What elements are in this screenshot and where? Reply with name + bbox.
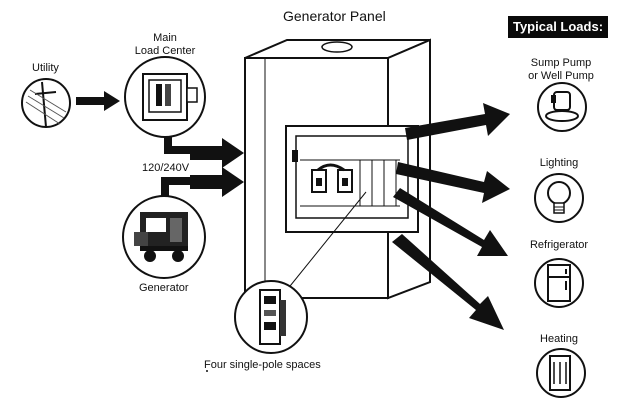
load-label-lighting: Lighting — [539, 157, 579, 169]
utility-label: Utility — [32, 62, 59, 74]
load-label-pump-line2: or Well Pump — [528, 69, 594, 82]
voltage-label: 120/240V — [142, 162, 190, 174]
spaces-pointer-line — [281, 191, 367, 297]
load-label-refrigerator: Refrigerator — [529, 239, 589, 251]
output-arrow-heating — [392, 234, 504, 330]
main-load-center-icon — [124, 56, 206, 138]
utility-to-load-center-arrow — [76, 91, 120, 111]
main-load-center-label-line2: Load Center — [134, 44, 196, 57]
refrigerator-icon — [534, 258, 584, 308]
load-label-heating: Heating — [540, 333, 578, 345]
utility-pole-icon — [21, 78, 71, 128]
generator-icon — [122, 195, 206, 279]
load-label-pump: Sump Pump or Well Pump — [516, 57, 606, 82]
typical-loads-heading: Typical Loads: — [508, 16, 608, 38]
output-arrow-pump — [405, 103, 510, 140]
generator-to-panel-arrow — [190, 167, 244, 197]
single-pole-spaces-icon — [234, 280, 308, 354]
output-arrow-refrigerator — [393, 188, 508, 256]
heater-icon — [536, 348, 586, 398]
main-load-center-label: Main Load Center — [133, 32, 197, 57]
main-load-center-label-line1: Main — [153, 32, 177, 44]
pump-icon — [537, 82, 587, 132]
load-center-to-panel-arrow — [190, 138, 244, 168]
output-arrow-lighting — [396, 162, 510, 203]
dot — [206, 370, 208, 372]
spaces-label: Four single-pole spaces — [204, 359, 321, 371]
light-bulb-icon — [534, 173, 584, 223]
generator-label: Generator — [139, 282, 189, 294]
diagram-title: Generator Panel — [283, 8, 386, 24]
load-label-pump-line1: Sump Pump — [530, 57, 592, 69]
